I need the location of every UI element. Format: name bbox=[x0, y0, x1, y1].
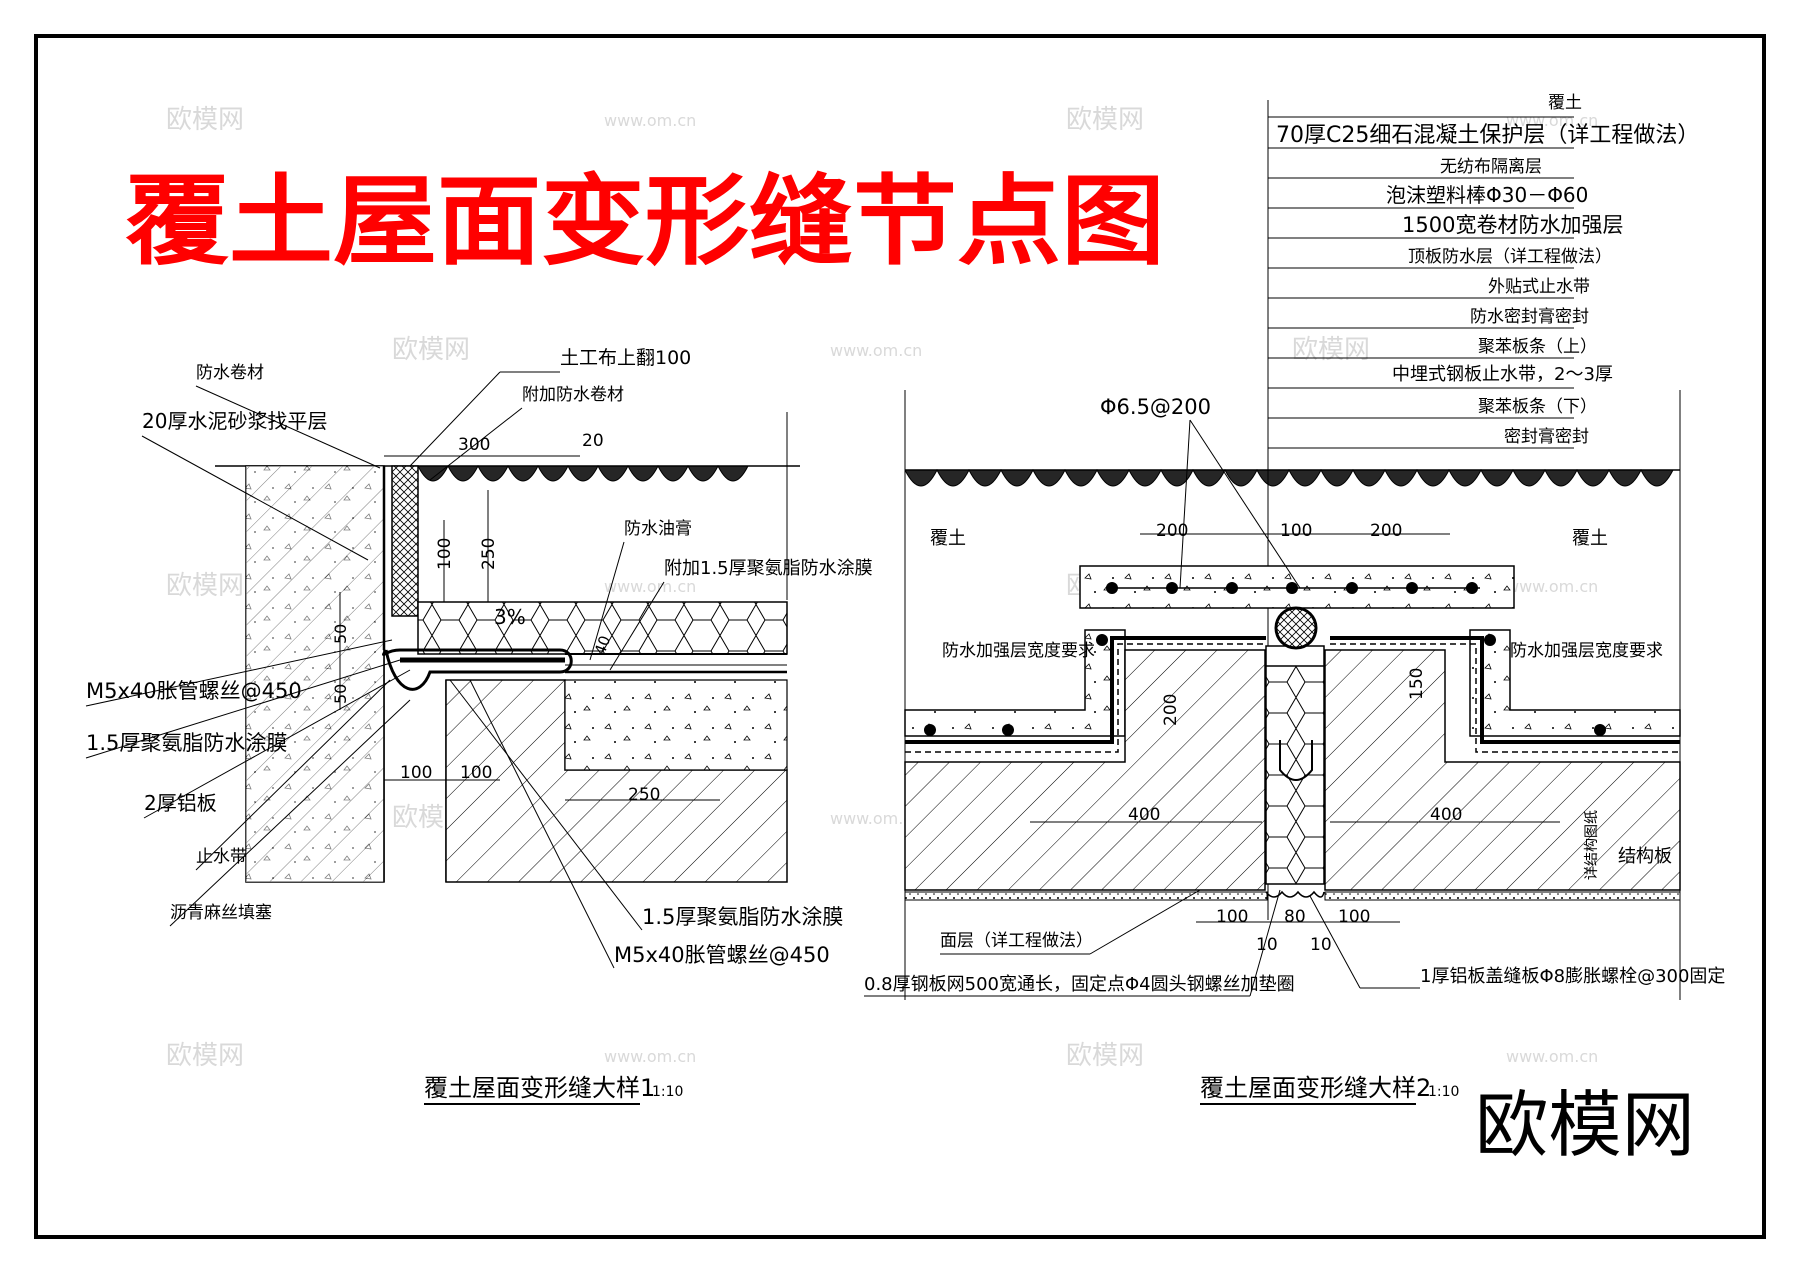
watermark-url: www.om.cn bbox=[830, 809, 922, 828]
sheet-border bbox=[34, 34, 1766, 1239]
dim-40: 40 bbox=[591, 633, 614, 657]
dim-100-left: 100 bbox=[1216, 907, 1248, 927]
main-title: 覆土屋面变形缝节点图 bbox=[125, 165, 1165, 279]
layer-4: 泡沫塑料棒Φ30－Φ60 bbox=[1386, 183, 1588, 207]
watermark-text: 欧模网 bbox=[1292, 335, 1370, 365]
detail-2-scale: 1:10 bbox=[1428, 1084, 1459, 1100]
detail-2-caption: 覆土屋面变形缝大样2 bbox=[1200, 1074, 1431, 1102]
dim-200-vertical: 200 bbox=[1161, 694, 1181, 726]
layer-10: 中埋式钢板止水带，2～3厚 bbox=[1392, 364, 1613, 385]
dim-10a: 10 bbox=[1256, 935, 1278, 955]
label-rebar: Φ6.5@200 bbox=[1100, 395, 1211, 419]
dim-200a: 200 bbox=[1156, 521, 1188, 541]
watermark-text: 欧模网 bbox=[1066, 1041, 1144, 1071]
dim-100-right: 100 bbox=[1338, 907, 1370, 927]
layer-9: 聚苯板条（上） bbox=[1478, 337, 1597, 357]
layer-8: 防水密封膏密封 bbox=[1470, 306, 1589, 327]
label-geotextile: 土工布上翻100 bbox=[560, 347, 691, 369]
label-alu-cover: 1厚铝板盖缝板Φ8膨胀螺栓@300固定 bbox=[1420, 966, 1725, 987]
layer-2: 70厚C25细石混凝土保护层（详工程做法） bbox=[1276, 123, 1699, 148]
watermark-url: www.om.cn bbox=[1506, 1047, 1598, 1066]
detail-2-labels: 覆土 70厚C25细石混凝土保护层（详工程做法） 无纺布隔离层 泡沫塑料棒Φ30… bbox=[864, 93, 1725, 1105]
detail-1-labels: 防水卷材 20厚水泥砂浆找平层 土工布上翻100 附加防水卷材 防水油膏 附加1… bbox=[85, 347, 873, 1105]
label-waterproof-roll: 防水卷材 bbox=[196, 363, 264, 383]
dim-400a: 400 bbox=[1128, 805, 1160, 825]
waterstop bbox=[382, 648, 573, 691]
layer-5: 1500宽卷材防水加强层 bbox=[1402, 213, 1623, 237]
label-surface: 面层（详工程做法） bbox=[940, 931, 1093, 951]
detail-1-caption: 覆土屋面变形缝大样1 bbox=[424, 1074, 655, 1102]
detail-1 bbox=[215, 412, 800, 883]
dim-100b: 100 bbox=[460, 763, 492, 783]
foam-rod bbox=[1274, 606, 1318, 650]
insulation-board bbox=[417, 601, 788, 655]
label-reinforce-left: 防水加强层宽度要求 bbox=[942, 641, 1095, 661]
label-waterstop: 止水带 bbox=[196, 847, 247, 867]
dim-200b: 200 bbox=[1370, 521, 1402, 541]
detail-1-scale: 1:10 bbox=[652, 1084, 683, 1100]
dim-slope: 3% bbox=[494, 605, 526, 629]
watermark-text: 欧模网 bbox=[166, 105, 244, 135]
watermark-text: 欧模网 bbox=[392, 335, 470, 365]
brand-mark: 欧模网 bbox=[1475, 1083, 1695, 1167]
watermark-url: www.om.cn bbox=[604, 577, 696, 596]
detail-2 bbox=[904, 100, 1681, 1000]
dim-80: 80 bbox=[1284, 907, 1306, 927]
label-mortar-layer: 20厚水泥砂浆找平层 bbox=[142, 409, 327, 433]
label-structure: 结构板 bbox=[1618, 846, 1672, 867]
dim-400b: 400 bbox=[1430, 805, 1462, 825]
dim-250-vertical: 250 bbox=[479, 538, 499, 570]
dim-20: 20 bbox=[582, 431, 604, 451]
dim-150-vertical: 150 bbox=[1407, 668, 1427, 700]
watermark-url: www.om.cn bbox=[1506, 111, 1598, 130]
wall-membrane bbox=[391, 465, 419, 617]
label-extra-coating: 附加1.5厚聚氨脂防水涂膜 bbox=[664, 558, 873, 579]
watermark-text: 欧模网 bbox=[1066, 105, 1144, 135]
watermark-text: 欧模网 bbox=[166, 571, 244, 601]
dim-250-horizontal: 250 bbox=[628, 785, 660, 805]
layer-12: 密封膏密封 bbox=[1504, 426, 1589, 447]
label-slab-note: 详结构图纸 bbox=[1584, 810, 1600, 880]
watermark-url: www.om.cn bbox=[604, 111, 696, 130]
watermark-url: www.om.cn bbox=[830, 341, 922, 360]
dim-50b: 50 bbox=[331, 684, 350, 704]
label-soil-left: 覆土 bbox=[930, 528, 966, 549]
label-reinforce-right: 防水加强层宽度要求 bbox=[1510, 641, 1663, 661]
watermark-text: 欧模网 bbox=[166, 1041, 244, 1071]
layer-6: 顶板防水层（详工程做法） bbox=[1408, 247, 1612, 267]
watermark-url: www.om.cn bbox=[1506, 577, 1598, 596]
dim-50a: 50 bbox=[331, 624, 350, 644]
layer-3: 无纺布隔离层 bbox=[1440, 157, 1542, 177]
dim-100a: 100 bbox=[400, 763, 432, 783]
joint-filler bbox=[1265, 661, 1325, 885]
watermark-url: www.om.cn bbox=[604, 1047, 696, 1066]
label-bolt-bottom: M5x40胀管螺丝@450 bbox=[614, 943, 830, 967]
layer-1: 覆土 bbox=[1548, 93, 1582, 113]
label-extra-roll: 附加防水卷材 bbox=[522, 385, 624, 405]
dim-300: 300 bbox=[458, 435, 490, 455]
layer-7: 外贴式止水带 bbox=[1488, 277, 1590, 297]
label-coating-bottom: 1.5厚聚氨脂防水涂膜 bbox=[642, 905, 843, 929]
label-coating-left: 1.5厚聚氨脂防水涂膜 bbox=[86, 731, 287, 755]
label-steel-mesh: 0.8厚钢板网500宽通长，固定点Φ4圆头钢螺丝加垫圈 bbox=[864, 974, 1295, 995]
dim-100-vertical: 100 bbox=[435, 538, 455, 570]
dim-100-top: 100 bbox=[1280, 521, 1312, 541]
layer-11: 聚苯板条（下） bbox=[1478, 397, 1597, 417]
label-soil-right: 覆土 bbox=[1572, 528, 1608, 549]
label-waterproof-paste: 防水油膏 bbox=[624, 518, 692, 539]
dim-10b: 10 bbox=[1310, 935, 1332, 955]
label-asphalt-fill: 沥青麻丝填塞 bbox=[170, 903, 272, 923]
